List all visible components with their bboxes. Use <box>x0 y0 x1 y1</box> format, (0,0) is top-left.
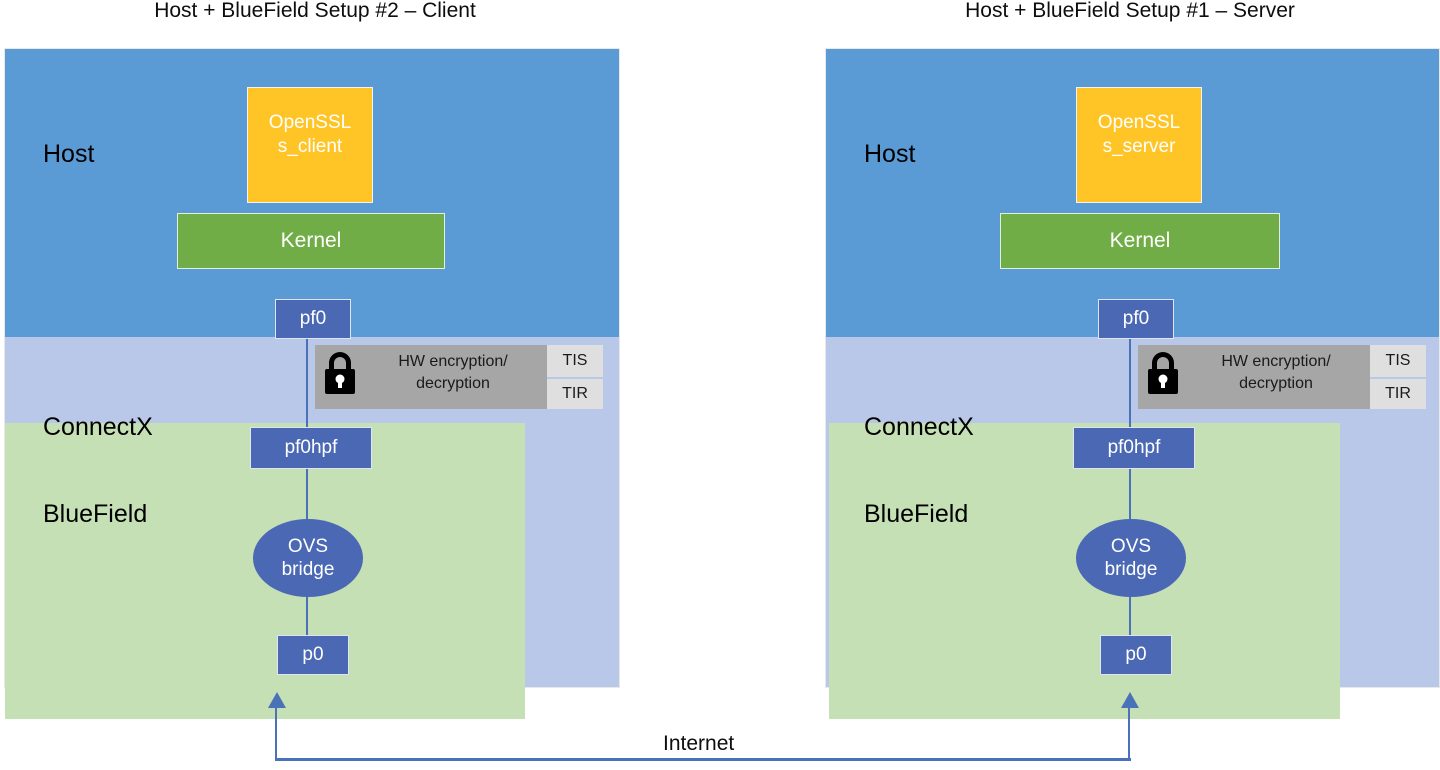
layer-label-bluefield-client: BlueField <box>43 500 148 528</box>
port-pf0-client[interactable]: pf0 <box>275 299 351 339</box>
kernel-box-server[interactable]: Kernel <box>1000 213 1280 269</box>
connector-pf0-to-pf0hpf-server <box>1129 339 1131 435</box>
connector-pf0-to-pf0hpf-client <box>306 339 308 435</box>
lock-icon <box>1144 349 1182 397</box>
connector-pf0hpf-to-ovs-server <box>1129 469 1131 521</box>
ovs-bridge-label-client: OVS bridge <box>281 536 335 580</box>
crypto-block-client[interactable]: HW encryption/ decryption <box>315 345 547 409</box>
crypto-label-client: HW encryption/ decryption <box>398 353 508 392</box>
internet-arrow-head-server <box>1121 692 1139 708</box>
port-pf0hpf-server[interactable]: pf0hpf <box>1073 427 1195 469</box>
internet-arrow-head-client <box>268 692 286 708</box>
ovs-bridge-server[interactable]: OVS bridge <box>1076 519 1186 597</box>
crypto-block-server[interactable]: HW encryption/ decryption <box>1138 345 1370 409</box>
port-pf0hpf-client[interactable]: pf0hpf <box>250 427 372 469</box>
internet-uplink-server <box>1128 706 1130 760</box>
layer-label-bluefield-server: BlueField <box>864 500 969 528</box>
setup-title-client: Host + BlueField Setup #2 – Client <box>154 0 476 22</box>
tir-box-server[interactable]: TIR <box>1370 379 1426 409</box>
internet-link-line <box>275 758 1131 761</box>
port-pf0-server[interactable]: pf0 <box>1098 299 1174 339</box>
setup-panel-server: Host ConnectX BlueField OpenSSL s_server… <box>825 48 1440 719</box>
tis-box-client[interactable]: TIS <box>547 345 603 377</box>
layer-label-host-client: Host <box>43 140 95 168</box>
layer-label-host-server: Host <box>864 140 916 168</box>
internet-label: Internet <box>651 731 747 757</box>
ovs-bridge-client[interactable]: OVS bridge <box>253 519 363 597</box>
connector-pf0hpf-to-ovs-client <box>306 469 308 521</box>
tir-box-client[interactable]: TIR <box>547 379 603 409</box>
openssl-app-box-client[interactable]: OpenSSL s_client <box>247 87 373 203</box>
lock-icon <box>321 349 359 397</box>
connector-ovs-to-p0-server <box>1129 594 1131 674</box>
crypto-label-server: HW encryption/ decryption <box>1221 353 1331 392</box>
setup-title-server: Host + BlueField Setup #1 – Server <box>965 0 1295 22</box>
port-p0-client[interactable]: p0 <box>277 635 349 675</box>
layer-label-connectx-server: ConnectX <box>864 413 974 441</box>
port-p0-server[interactable]: p0 <box>1100 635 1172 675</box>
openssl-app-box-server[interactable]: OpenSSL s_server <box>1076 87 1202 203</box>
ovs-bridge-label-server: OVS bridge <box>1104 536 1158 580</box>
tis-box-server[interactable]: TIS <box>1370 345 1426 377</box>
kernel-box-client[interactable]: Kernel <box>177 213 445 269</box>
internet-uplink-client <box>275 706 277 760</box>
setup-panel-client: Host ConnectX BlueField OpenSSL s_client… <box>4 48 620 719</box>
connector-ovs-to-p0-client <box>306 594 308 674</box>
layer-label-connectx-client: ConnectX <box>43 413 153 441</box>
